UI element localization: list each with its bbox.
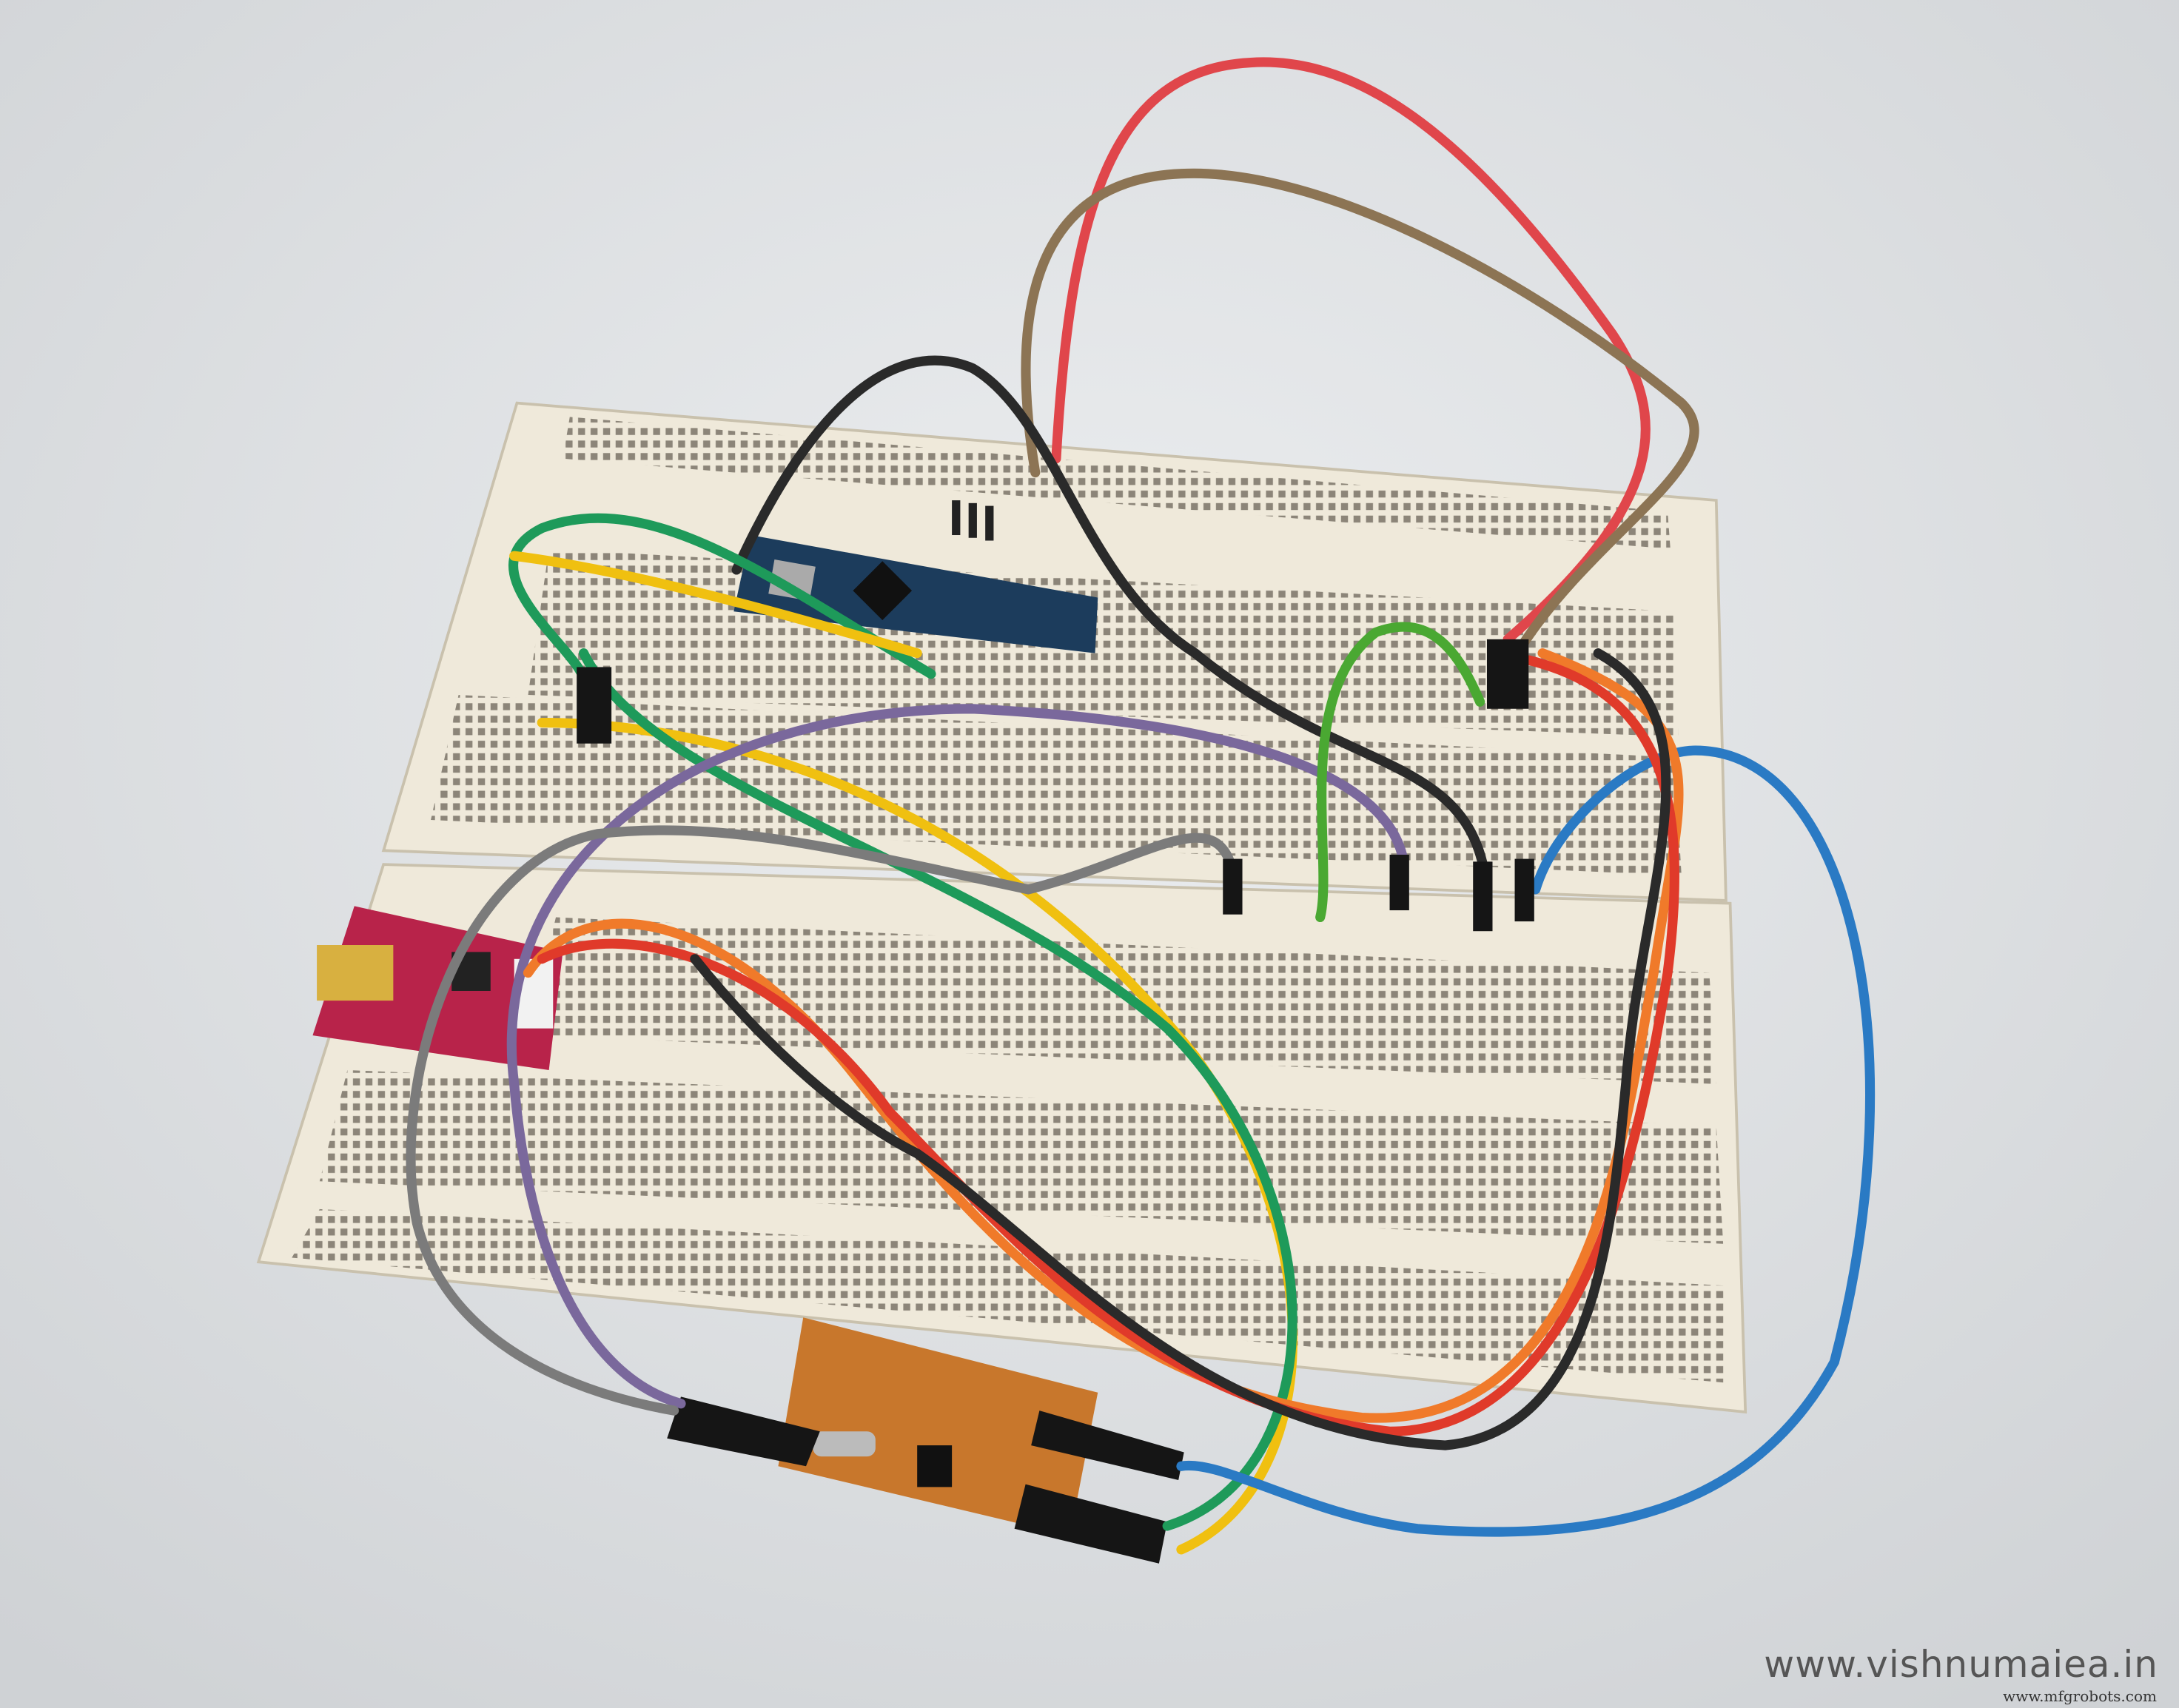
jumper-wires [406,57,1876,1555]
wire-red-twisted [537,655,1679,1436]
wire-red [1051,57,1651,645]
wire-yellow-top [509,551,922,659]
perfboard-module [667,1317,1184,1564]
watermark-text: www.vishnumaiea.in [1764,1643,2158,1686]
wire-brown [1021,168,1699,651]
wire-green-top [508,513,936,686]
arduino-nano-board [733,500,1098,653]
header-pins [577,639,1534,932]
wire-purple [506,704,1409,1409]
ftdi-usb-board [312,906,563,1071]
wire-green-long [579,648,1297,1531]
wire-black [731,355,1492,895]
wire-black-twisted [690,648,1671,1450]
wire-green-right [1315,622,1485,923]
wire-grey [406,825,1235,1416]
wire-blue [1176,745,1876,1537]
watermark-secondary-text: www.mfgrobots.com [2003,1687,2157,1705]
